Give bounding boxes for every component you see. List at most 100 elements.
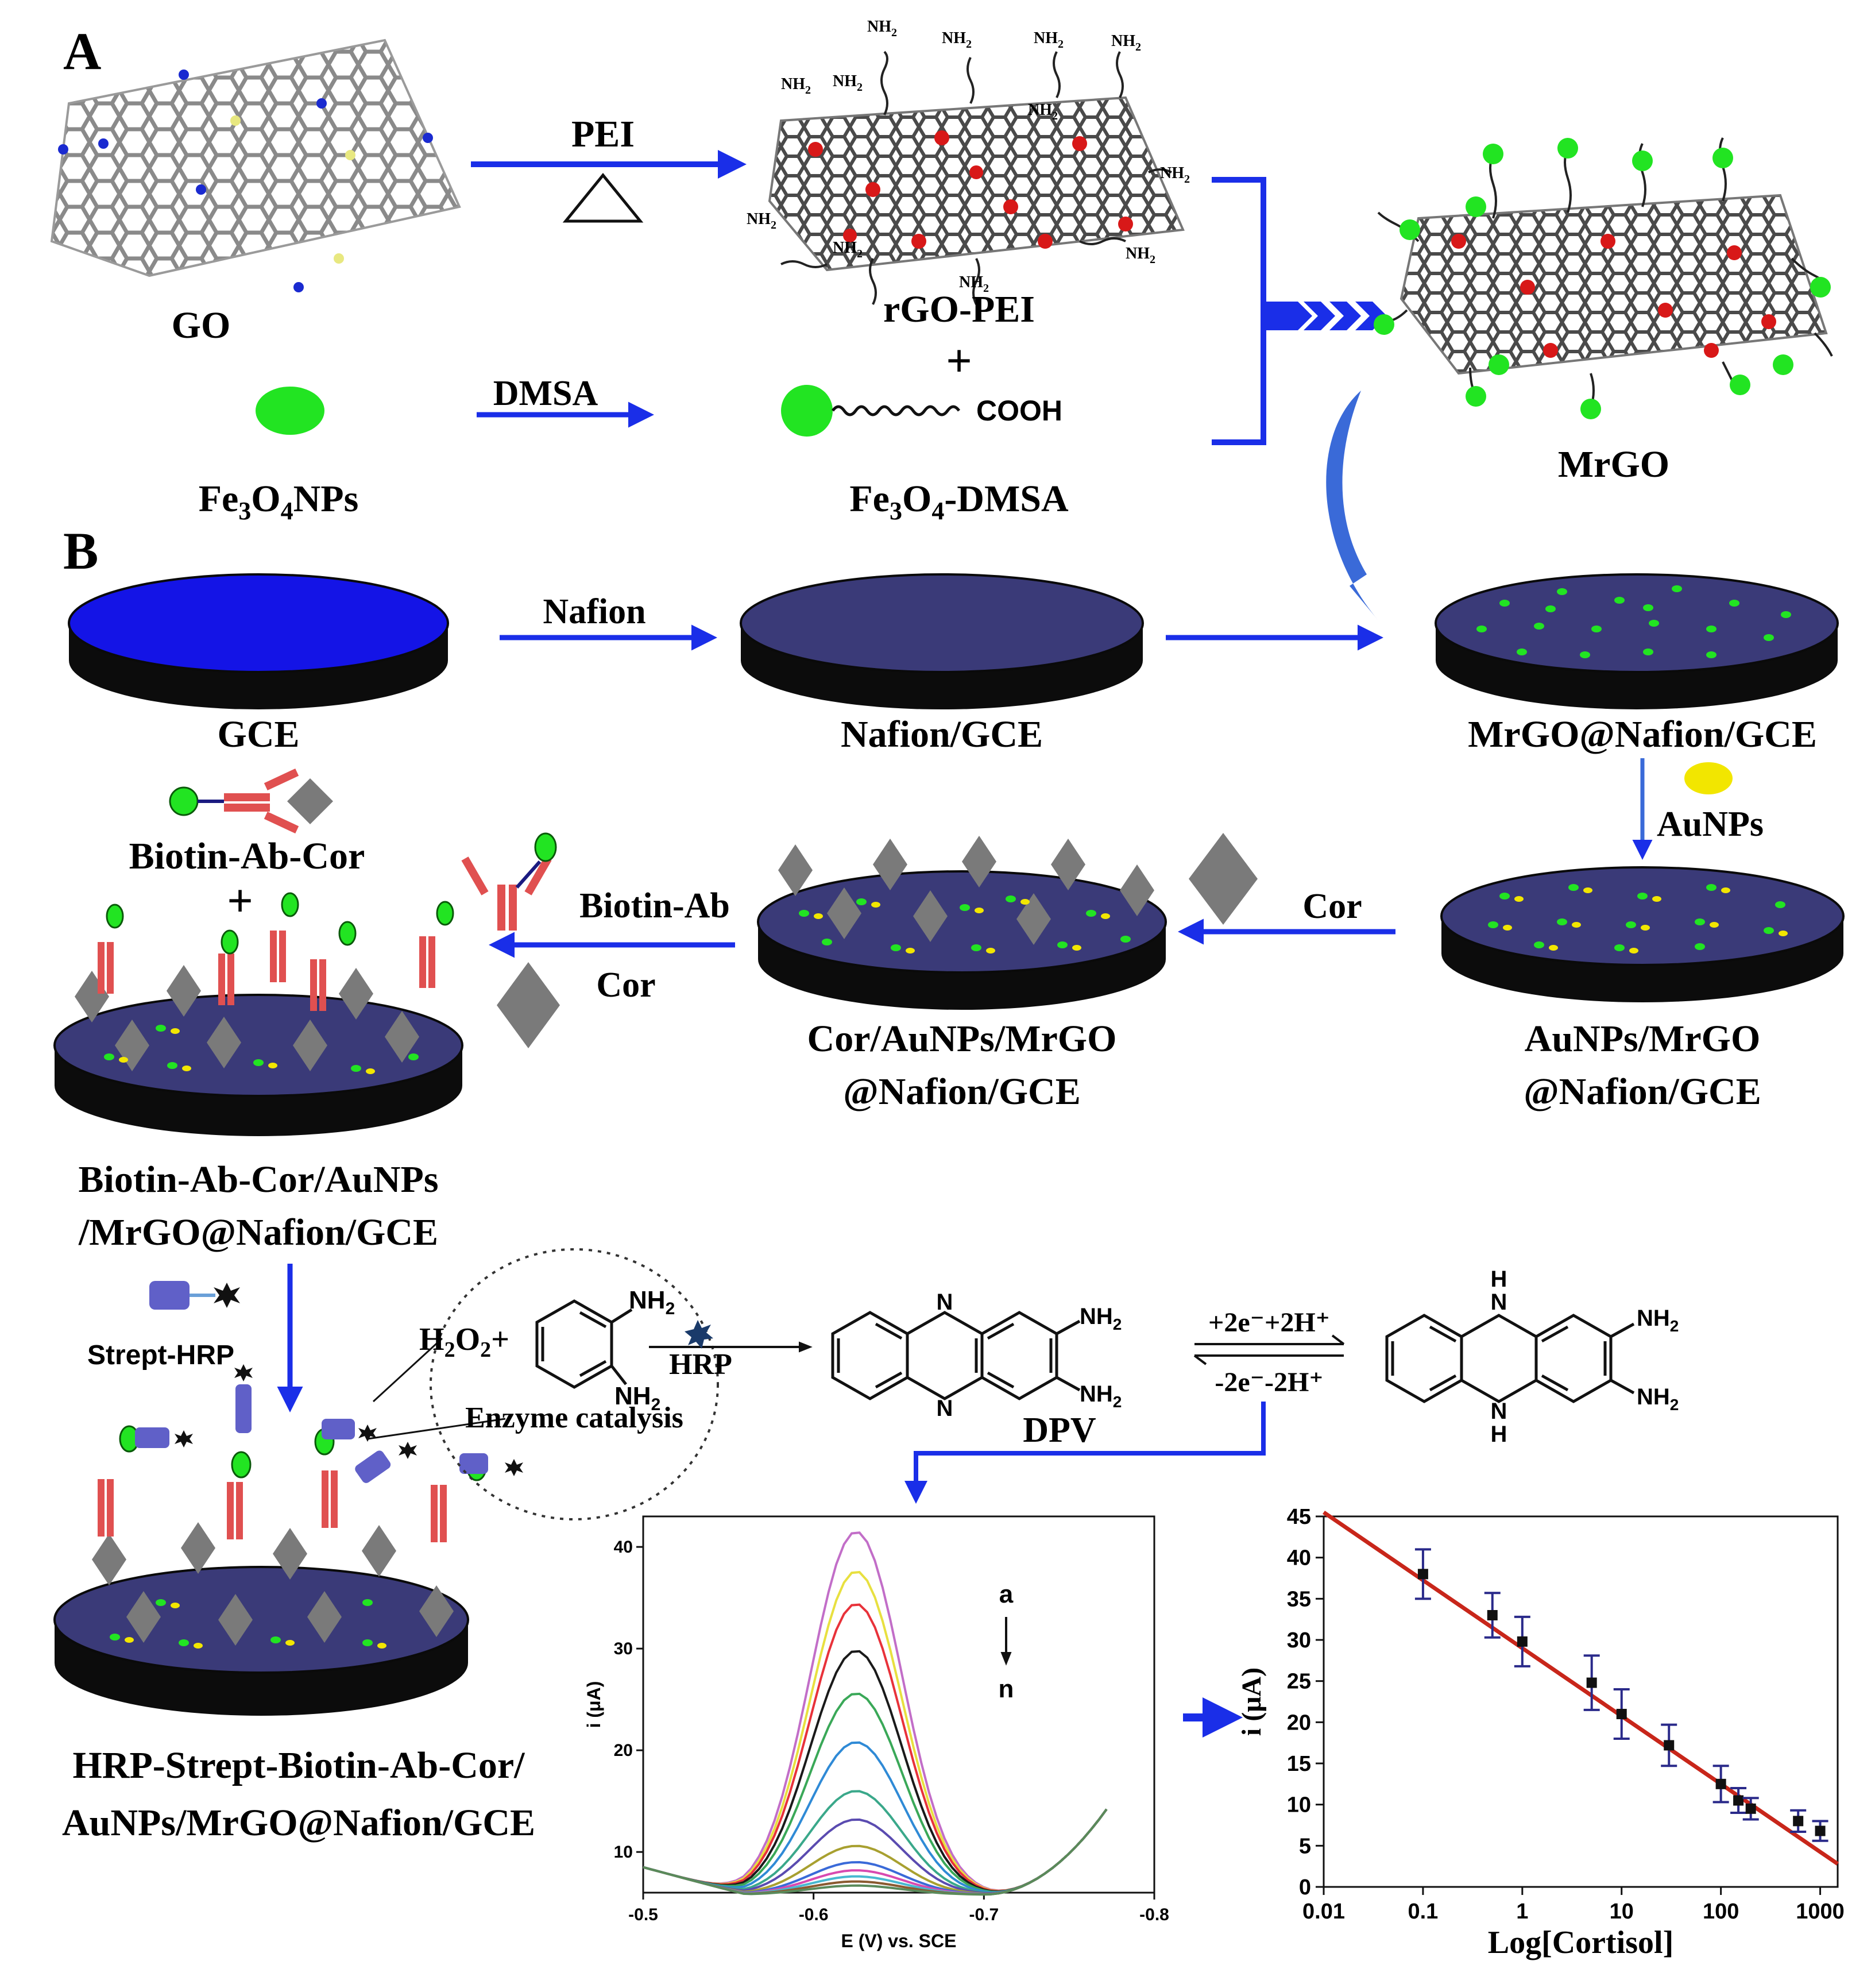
svg-text:NH2: NH2 xyxy=(959,273,989,295)
red-h-top: H xyxy=(1491,1267,1507,1292)
biotin-ab-cor-electrode-label-1: Biotin-Ab-Cor/AuNPs xyxy=(78,1159,438,1200)
reduced-dap-structure xyxy=(1385,1314,1635,1403)
cor-aunps-label-2: @Nafion/GCE xyxy=(843,1071,1080,1113)
au-nanoparticle xyxy=(1684,762,1733,794)
calibration-y-tick-label: 0 xyxy=(1299,1875,1311,1900)
hrp-final-label-2: AuNPs/MrGO@Nafion/GCE xyxy=(62,1802,535,1844)
rgo-pei-label: rGO-PEI xyxy=(883,288,1035,330)
cor-aunps-label-1: Cor/AuNPs/MrGO xyxy=(807,1018,1117,1060)
go-label: GO xyxy=(172,304,231,346)
calibration-x-tick-label: 10 xyxy=(1610,1900,1634,1924)
plus-sign-a: + xyxy=(946,336,972,387)
dap-n-top: N xyxy=(937,1290,953,1315)
gce-label: GCE xyxy=(217,713,299,755)
mrgo-nafion-gce-electrode xyxy=(1435,573,1839,709)
svg-text:NH2: NH2 xyxy=(1126,245,1155,266)
nafion-gce-label: Nafion/GCE xyxy=(841,713,1043,755)
enzyme-catalysis-label: Enzyme catalysis xyxy=(465,1402,683,1434)
aunps-mrgo-electrode xyxy=(1440,866,1845,1002)
dpv-y-axis-label: i (μA) xyxy=(583,1681,604,1728)
aunps-mrgo-label-2: @Nafion/GCE xyxy=(1524,1071,1761,1113)
rgo-pei-sheet xyxy=(768,51,1185,305)
dap-nh2-bottom: NH2 xyxy=(1080,1381,1122,1411)
nafion-gce-electrode xyxy=(740,573,1144,709)
panel-a-label: A xyxy=(63,22,101,80)
nafion-label: Nafion xyxy=(543,592,645,631)
calibration-data-point xyxy=(1715,1778,1726,1789)
fe3o4-dmsa-particle xyxy=(781,385,961,437)
dpv-x-tick-label: -0.8 xyxy=(1139,1905,1169,1924)
calibration-y-axis-label: i (μA) xyxy=(1236,1667,1267,1736)
dpv-label: DPV xyxy=(1023,1411,1096,1450)
cor-aunps-electrode xyxy=(757,836,1167,1010)
dpv-x-tick-label: -0.7 xyxy=(969,1905,999,1924)
cor-label: Cor xyxy=(1302,887,1362,926)
calibration-y-tick-label: 5 xyxy=(1299,1834,1311,1858)
dpv-curve xyxy=(643,1808,1108,1896)
dmsa-label: DMSA xyxy=(493,374,598,413)
mrgo-sheet xyxy=(1374,137,1833,419)
red-h-bottom: H xyxy=(1491,1422,1507,1447)
mrgo-nafion-gce-label: MrGO@Nafion/GCE xyxy=(1468,713,1817,755)
calibration-data-point xyxy=(1793,1816,1804,1827)
red-n-bottom: N xyxy=(1491,1399,1507,1424)
hrp-enzyme-icon xyxy=(685,1320,713,1349)
red-nh2-top: NH2 xyxy=(1637,1306,1679,1335)
biotin-ab-cor-label: Biotin-Ab-Cor xyxy=(129,835,365,877)
calibration-x-tick-label: 1000 xyxy=(1796,1900,1845,1924)
hrp-final-label-1: HRP-Strept-Biotin-Ab-Cor/ xyxy=(72,1744,525,1786)
svg-text:NH2: NH2 xyxy=(833,239,863,260)
biotin-ab-cor-electrode-label-2: /MrGO@Nafion/GCE xyxy=(78,1211,438,1253)
biotin-ab-cor-icon xyxy=(169,768,333,834)
svg-text:NH2: NH2 xyxy=(781,75,811,96)
aunps-mrgo-label-1: AuNPs/MrGO xyxy=(1525,1018,1761,1060)
h2o2-label: H2O2+ xyxy=(419,1322,509,1362)
biotin-ab-label: Biotin-Ab xyxy=(579,886,730,925)
calibration-x-tick-label: 0.1 xyxy=(1408,1900,1438,1924)
cooh-label: COOH xyxy=(976,395,1062,427)
dpv-y-tick-label: 10 xyxy=(614,1843,633,1862)
opd-nh2-bottom: NH2 xyxy=(614,1382,660,1414)
calibration-y-tick-label: 25 xyxy=(1287,1670,1311,1694)
biotin-ab-cor-electrode xyxy=(53,892,463,1136)
svg-text:NH2: NH2 xyxy=(1111,32,1141,53)
svg-text:NH2: NH2 xyxy=(747,210,776,231)
dpv-x-tick-label: -0.5 xyxy=(628,1905,658,1924)
combine-bracket xyxy=(1212,177,1266,445)
calibration-y-tick-label: 20 xyxy=(1287,1711,1311,1735)
dpv-annotation-a: a xyxy=(999,1580,1014,1608)
calibration-data-point xyxy=(1745,1803,1756,1814)
calibration-data-point xyxy=(1586,1677,1597,1688)
dpv-y-tick-label: 30 xyxy=(614,1639,633,1658)
cor-label-2: Cor xyxy=(596,966,655,1005)
strept-hrp-icon xyxy=(149,1281,240,1310)
dpv-x-axis-label: E (V) vs. SCE xyxy=(841,1931,957,1951)
zoom-line-1 xyxy=(372,1337,443,1403)
go-sheet xyxy=(50,38,461,292)
heat-triangle-icon xyxy=(562,173,644,223)
calibration-x-tick-label: 0.01 xyxy=(1302,1900,1345,1924)
calibration-data-point xyxy=(1815,1825,1826,1836)
svg-text:NH2: NH2 xyxy=(942,29,972,51)
dpv-annotation-n: n xyxy=(999,1675,1014,1703)
svg-text:NH2: NH2 xyxy=(1028,101,1058,122)
dpv-x-tick-label: -0.6 xyxy=(799,1905,829,1924)
plus-sign-b: + xyxy=(227,876,253,927)
calibration-data-point xyxy=(1417,1569,1428,1580)
calibration-y-tick-label: 15 xyxy=(1287,1752,1311,1776)
calibration-y-tick-label: 40 xyxy=(1287,1546,1311,1570)
forward-label: +2e⁻+2H⁺ xyxy=(1208,1307,1330,1338)
red-nh2-bottom: NH2 xyxy=(1637,1384,1679,1414)
to-dpv-arrow xyxy=(904,1402,1266,1504)
zoom-circle xyxy=(430,1248,719,1520)
fe3o4-dmsa-label: Fe3O4-DMSA xyxy=(849,478,1069,525)
svg-text:NH2: NH2 xyxy=(833,72,863,94)
zoom-line-2 xyxy=(367,1418,506,1440)
hrp-final-electrode xyxy=(53,1364,523,1716)
panel-b-label: B xyxy=(63,522,98,580)
nh2-labels: NH2 NH2 NH2 NH2 NH2 NH2 NH2 NH2 NH2 NH2 … xyxy=(747,18,1190,295)
curved-arrow-icon xyxy=(1326,391,1378,620)
